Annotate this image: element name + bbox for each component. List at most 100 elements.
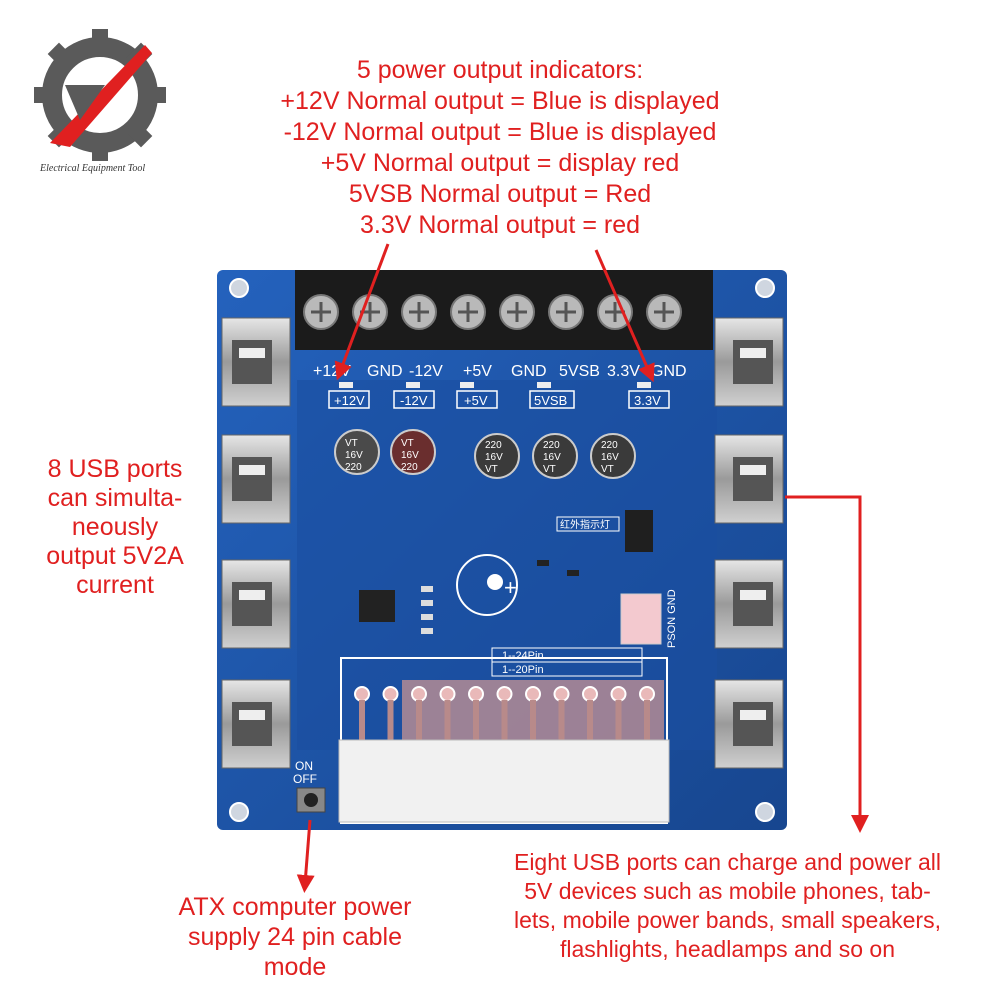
indicator-label: +12V <box>334 393 365 408</box>
svg-text:16V: 16V <box>401 450 419 461</box>
svg-text:VT: VT <box>601 464 614 475</box>
led-indicator <box>637 382 651 388</box>
svg-text:16V: 16V <box>485 452 503 463</box>
note-line: current <box>76 571 154 599</box>
svg-text:220: 220 <box>485 440 502 451</box>
svg-text:16V: 16V <box>543 452 561 463</box>
note-line: flashlights, headlamps and so on <box>560 936 895 962</box>
connector-wire <box>587 700 593 740</box>
connector-wire <box>558 700 565 740</box>
connector-wire <box>473 700 479 740</box>
note-line: 5 power output indicators: <box>356 56 644 84</box>
note-line: lets, mobile power bands, small speakers… <box>514 907 941 933</box>
note-line: 5VSB Normal output = Red <box>348 180 652 208</box>
arrow-to-cable-note <box>296 819 315 893</box>
atx-cable-note: ATX computer power supply 24 pin cable m… <box>130 892 460 982</box>
led-indicator <box>406 382 420 388</box>
connector-wire <box>416 700 422 740</box>
gear-logo-icon <box>34 29 166 161</box>
svg-text:VT: VT <box>345 438 358 449</box>
connector-wire <box>615 700 622 740</box>
pin-20-label: 1--20Pin <box>502 664 544 676</box>
usb-port-right-2 <box>714 434 784 524</box>
svg-text:220: 220 <box>601 440 618 451</box>
usb-port-left-3 <box>221 559 291 649</box>
switch-on-label: ON <box>295 759 313 773</box>
note-line: 3.3V Normal output = red <box>359 211 641 239</box>
note-line: ATX computer power <box>178 893 412 921</box>
switch-off-label: OFF <box>293 772 317 786</box>
note-line: supply 24 pin cable <box>187 923 403 951</box>
usb-port-right-4 <box>714 679 784 769</box>
note-line: 5V devices such as mobile phones, tab- <box>524 878 931 904</box>
terminal-label: -12V <box>409 363 443 380</box>
ir-receiver <box>625 510 653 552</box>
pson-connector <box>620 593 662 645</box>
led-indicator <box>537 382 551 388</box>
indicator-label: 3.3V <box>634 393 661 408</box>
buzzer-outline <box>456 554 518 616</box>
indicator-label: 5VSB <box>534 393 567 408</box>
svg-text:16V: 16V <box>601 452 619 463</box>
note-line: Eight USB ports can charge and power all <box>513 849 942 875</box>
connector-wire <box>387 700 394 740</box>
svg-text:220: 220 <box>345 462 362 473</box>
usb-port-right-3 <box>714 559 784 649</box>
indicator-label: -12V <box>400 393 428 408</box>
mounting-hole <box>229 802 249 822</box>
usb-port-right-1 <box>714 317 784 407</box>
terminal-label: 3.3V <box>607 363 640 380</box>
connector-wire <box>644 700 650 740</box>
note-line: 8 USB ports <box>47 455 183 483</box>
connector-wire <box>359 700 365 740</box>
pson-label: PSON GND <box>666 589 678 648</box>
usb-devices-note: Eight USB ports can charge and power all… <box>455 848 1000 964</box>
svg-text:220: 220 <box>543 440 560 451</box>
svg-text:+: + <box>504 575 517 600</box>
atx-24-pin-connector <box>338 739 670 823</box>
note-line: can simulta- <box>47 484 183 512</box>
arrow-to-usb-note <box>785 495 869 833</box>
arrow-to-33v-led <box>594 249 655 383</box>
mounting-hole <box>755 802 775 822</box>
terminal-label: 5VSB <box>559 363 600 380</box>
note-line: +12V Normal output = Blue is displayed <box>280 87 720 115</box>
led-indicator <box>339 382 353 388</box>
note-line: mode <box>263 953 327 981</box>
terminal-label: GND <box>367 363 403 380</box>
note-line: output 5V2A <box>46 542 184 570</box>
terminal-label: +5V <box>463 363 492 380</box>
logo-text: Electrical Equipment Tool <box>40 163 146 174</box>
ic-chip <box>359 590 395 622</box>
atx-breakout-board: +12V GND -12V +5V GND 5VSB 3.3V GND +12V… <box>217 270 787 830</box>
arrow-to-12v-led <box>334 243 390 381</box>
connector-wire <box>501 700 508 740</box>
connector-wire <box>444 700 451 740</box>
capacitor: VT 16V 220 <box>334 429 380 475</box>
svg-text:220: 220 <box>401 462 418 473</box>
usb-port-left-1 <box>221 317 291 407</box>
svg-text:VT: VT <box>401 438 414 449</box>
led-indicator <box>460 382 474 388</box>
indicator-label: +5V <box>464 393 488 408</box>
usb-ports-note: 8 USB ports can simulta- neously output … <box>10 455 220 600</box>
svg-text:VT: VT <box>485 464 498 475</box>
usb-port-left-4 <box>221 679 291 769</box>
capacitor: 220 16V VT <box>474 433 520 479</box>
connector-wire <box>530 700 536 740</box>
capacitor: 220 16V VT <box>532 433 578 479</box>
ir-label: 红外指示灯 <box>560 518 610 531</box>
mounting-hole <box>229 278 249 298</box>
capacitor: VT 16V 220 <box>390 429 436 475</box>
power-indicator-notes: 5 power output indicators: +12V Normal o… <box>190 55 810 241</box>
capacitor: 220 16V VT <box>590 433 636 479</box>
mounting-hole <box>755 278 775 298</box>
terminal-label: GND <box>651 363 687 380</box>
svg-text:16V: 16V <box>345 450 363 461</box>
note-line: neously <box>71 513 159 541</box>
svg-text:VT: VT <box>543 464 556 475</box>
note-line: -12V Normal output = Blue is displayed <box>283 118 717 146</box>
usb-port-left-2 <box>221 434 291 524</box>
terminal-label: GND <box>511 363 547 380</box>
